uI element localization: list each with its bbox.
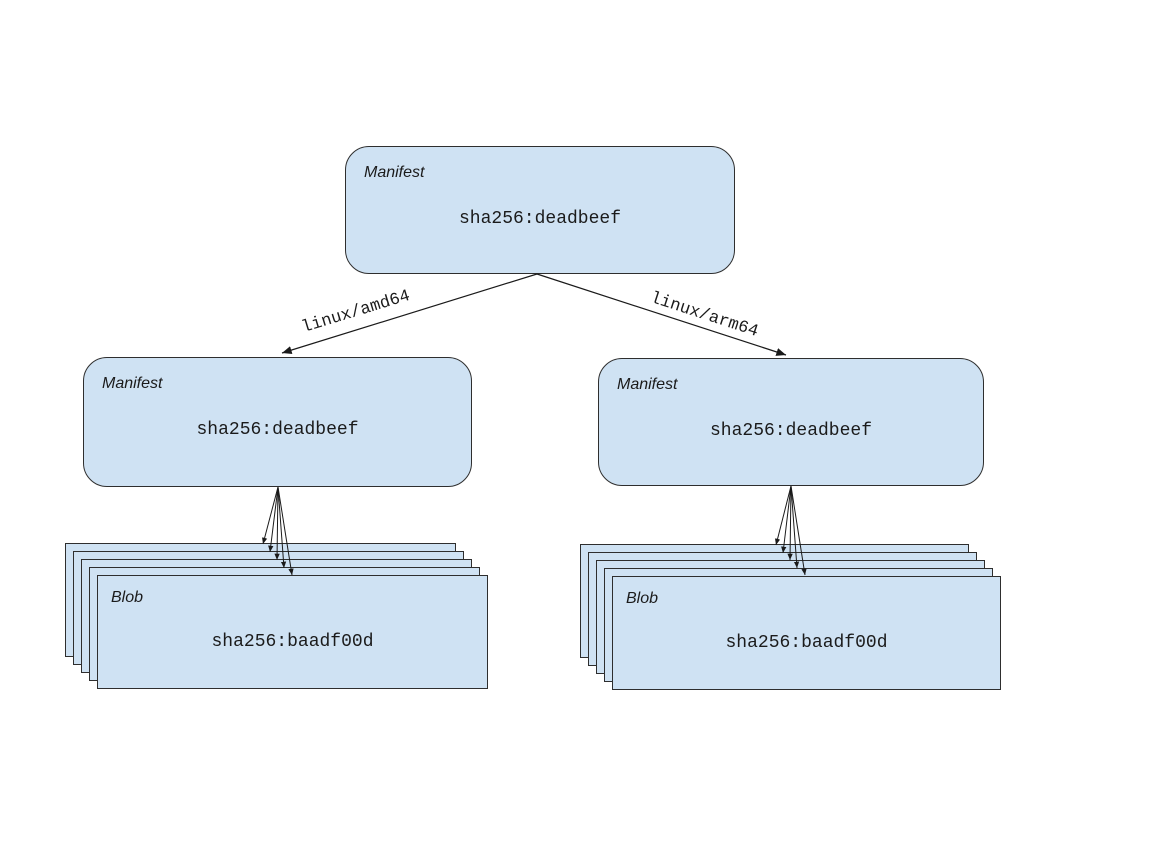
edge-label-arm64: linux/arm64 [647,289,761,342]
edge-manifest-to-blob [774,485,792,546]
node-digest: sha256:deadbeef [196,420,359,440]
blob-stack-arm64: Blob sha256:baadf00d [580,544,1002,691]
node-digest: sha256:baadf00d [725,633,888,653]
edge-manifest-to-blob [781,485,792,554]
node-type-label: Blob [626,590,659,607]
node-digest: sha256:deadbeef [458,209,622,229]
node-type-label: Blob [111,589,144,606]
node-blob-amd64: Blob sha256:baadf00d [97,575,488,689]
node-manifest-amd64: Manifest sha256:deadbeef [83,357,472,487]
blob-stack-amd64: Blob sha256:baadf00d [65,543,489,690]
node-digest: sha256:deadbeef [709,421,873,441]
edge-manifest-to-blob [262,486,279,545]
node-digest: sha256:baadf00d [211,632,374,652]
node-manifest-arm64: Manifest sha256:deadbeef [598,358,984,486]
node-manifest-root: Manifest sha256:deadbeef [345,146,735,274]
node-blob-arm64: Blob sha256:baadf00d [612,576,1001,690]
node-type-label: Manifest [102,375,163,392]
edge-root-to-arm64 [536,273,787,356]
node-type-label: Manifest [617,376,678,393]
node-type-label: Manifest [364,164,425,181]
edge-label-amd64: linux/amd64 [299,287,413,338]
